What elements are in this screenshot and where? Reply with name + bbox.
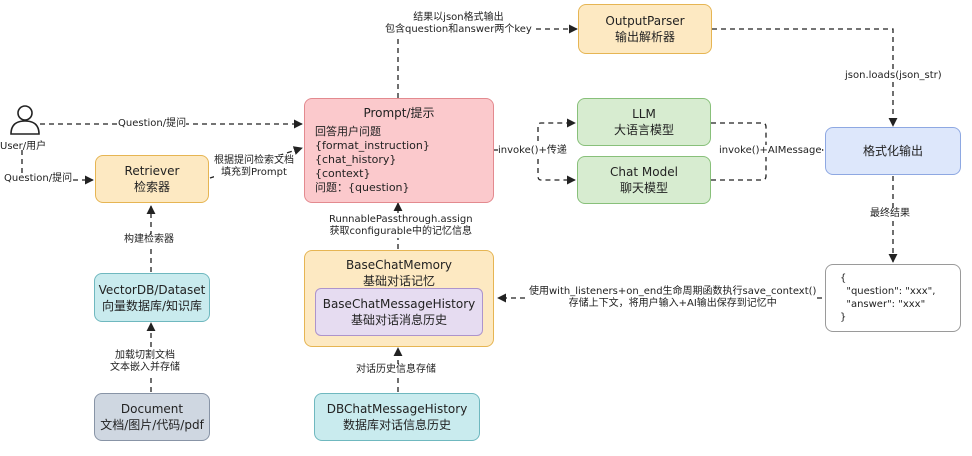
user-label: User/用户 <box>0 141 47 152</box>
node-subtitle: 检索器 <box>133 180 170 194</box>
edge-label-line: 存储上下文，将用户输入+AI输出保存到记忆中 <box>568 298 777 309</box>
edge-label-question-retriever: Question/提问 <box>4 173 73 185</box>
edge-label-load-split: 加载切割文档 文本嵌入并存储 <box>110 350 180 374</box>
edge-label-line: 加载切割文档 <box>115 350 175 361</box>
document-node: Document 文档/图片/代码/pdf <box>94 393 210 441</box>
prompt-node: Prompt/提示 回答用户问题 {format_instruction} {c… <box>304 98 494 203</box>
node-subtitle: 文档/图片/代码/pdf <box>100 418 204 432</box>
result-line: { <box>840 273 847 284</box>
edge-label-line: 根据提问检索文档 <box>214 155 294 166</box>
edge-label-line: 使用with_listeners+on_end生命周期函数执行save_cont… <box>529 286 817 297</box>
node-subtitle: 输出解析器 <box>614 30 675 44</box>
edge-label-question-prompt: Question/提问 <box>118 118 187 130</box>
arrow-to-llm <box>537 118 576 150</box>
edge-label-retrieve-fill: 根据提问检索文档 填充到Prompt <box>214 155 294 179</box>
result-json-node: { "question": "xxx", "answer": "xxx" } <box>825 264 961 332</box>
person-icon <box>10 105 40 135</box>
prompt-line: {context} <box>315 167 371 180</box>
edge-label-runnable: RunnablePassthrough.assign 获取configurabl… <box>329 214 473 238</box>
node-title: Chat Model <box>610 165 678 179</box>
memory-node: BaseChatMemory 基础对话记忆 BaseChatMessageHis… <box>304 250 494 347</box>
result-line: } <box>840 312 847 323</box>
prompt-line: 回答用户问题 <box>315 125 381 138</box>
node-title: BaseChatMessageHistory <box>322 297 476 311</box>
edge-label-json-loads: json.loads(json_str) <box>845 70 942 82</box>
chat-model-node: Chat Model 聊天模型 <box>577 156 711 204</box>
prompt-line: {format_instruction} <box>315 139 430 152</box>
node-title: OutputParser <box>605 14 685 28</box>
db-history-node: DBChatMessageHistory 数据库对话信息历史 <box>314 393 480 441</box>
node-title: DBChatMessageHistory <box>326 402 468 416</box>
node-subtitle: 数据库对话信息历史 <box>342 418 451 432</box>
edge-label-json-output: 结果以json格式输出 包含question和answer两个key <box>385 12 532 36</box>
node-subtitle: 大语言模型 <box>613 123 674 137</box>
node-subtitle: 向量数据库/知识库 <box>101 298 203 313</box>
arrow-prompt-to-output-parser <box>397 24 578 98</box>
retriever-node: Retriever 检索器 <box>95 155 209 203</box>
node-title: Prompt/提示 <box>363 106 435 120</box>
result-line: "answer": "xxx" <box>840 299 926 310</box>
result-line: "question": "xxx", <box>840 286 936 297</box>
prompt-line: 问题：{question} <box>315 181 410 194</box>
node-subtitle: 基础对话消息历史 <box>350 313 447 327</box>
vectordb-node: VectorDB/Dataset 向量数据库/知识库 <box>94 273 210 322</box>
node-title: Retriever <box>124 164 180 178</box>
output-parser-node: OutputParser 输出解析器 <box>578 4 712 54</box>
arrow-llm-out <box>711 122 767 150</box>
edge-label-line: 获取configurable中的记忆信息 <box>329 226 472 237</box>
edge-label-build-retriever: 构建检索器 <box>124 234 174 246</box>
llm-node: LLM 大语言模型 <box>577 98 711 146</box>
node-title: VectorDB/Dataset <box>98 282 206 297</box>
edge-label-final-result: 最终结果 <box>870 208 910 220</box>
edge-label-line: 文本嵌入并存储 <box>110 362 180 373</box>
edge-label-line: 填充到Prompt <box>221 167 287 178</box>
node-title: 格式化输出 <box>862 144 923 158</box>
edge-label-line: RunnablePassthrough.assign <box>329 214 473 225</box>
node-title: LLM <box>632 107 656 121</box>
edge-label-invoke-pass: invoke()+传递 <box>498 145 567 157</box>
node-title: Document <box>120 402 184 416</box>
node-title: BaseChatMemory <box>345 258 453 272</box>
edge-label-invoke-ai: invoke()+AIMessage <box>719 145 822 157</box>
arrow-to-chat-model <box>537 150 576 185</box>
node-subtitle: 基础对话记忆 <box>362 274 435 288</box>
format-output-node: 格式化输出 <box>825 127 961 175</box>
edge-label-history-store: 对话历史信息存储 <box>356 364 436 376</box>
prompt-line: {chat_history} <box>315 153 397 166</box>
node-subtitle: 聊天模型 <box>619 181 668 195</box>
arrow-output-parser-to-format <box>712 28 898 127</box>
edge-label-line: 结果以json格式输出 <box>413 12 504 23</box>
edge-label-listeners: 使用with_listeners+on_end生命周期函数执行save_cont… <box>529 286 817 310</box>
history-node: BaseChatMessageHistory 基础对话消息历史 <box>315 288 483 336</box>
edge-label-line: 包含question和answer两个key <box>385 24 532 35</box>
arrow-chat-model-out <box>711 150 767 181</box>
